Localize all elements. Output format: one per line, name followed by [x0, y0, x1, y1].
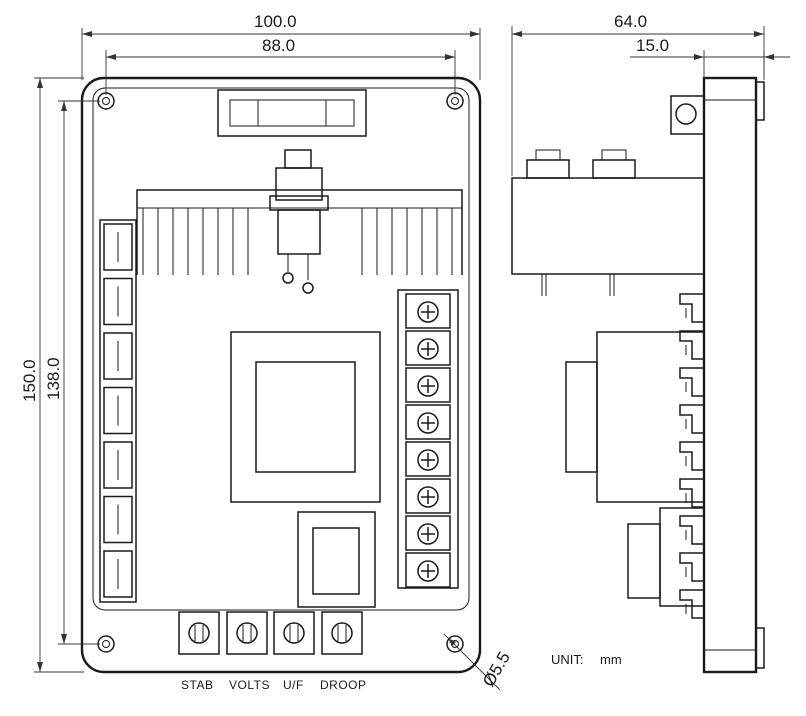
transformer: [230, 331, 381, 503]
side-dimensions: 64.0 15.0: [511, 12, 790, 176]
side-view: UNIT: mm: [511, 76, 765, 674]
terminal-screw: [405, 330, 451, 366]
terminal-screw: [405, 404, 451, 440]
connector-tab: [103, 332, 133, 380]
connector-tab: [103, 223, 133, 271]
dim-hole-diameter: Ø5.5: [479, 649, 514, 690]
front-board-inner: [92, 87, 470, 611]
terminal-screw: [405, 552, 451, 588]
side-terminal-profile: [679, 515, 704, 545]
terminal-screw: [405, 478, 451, 514]
unit-value: mm: [600, 652, 622, 667]
terminal-screw: [405, 367, 451, 403]
pot-label-stab: STAB: [181, 678, 213, 692]
side-terminal-profile: [679, 441, 704, 471]
heat-sink: [136, 189, 463, 275]
connector-tab: [103, 550, 133, 598]
side-terminal-profile: [679, 552, 704, 582]
side-terminal-profile: [679, 404, 704, 434]
left-connector-strip: [99, 219, 137, 603]
side-terminal-profile: [679, 589, 704, 619]
pot-label-volts: VOLTS: [229, 678, 270, 692]
side-terminal-profile: [679, 330, 704, 360]
adjustment-pots: [178, 611, 363, 655]
connector-tab: [103, 441, 133, 489]
adjustment-pot: [226, 611, 268, 655]
side-terminals: [679, 293, 704, 619]
front-board-outline: [80, 76, 482, 674]
adjustment-pot: [321, 611, 363, 655]
side-terminal-profile: [679, 293, 704, 323]
pot-label-droop: DROOP: [320, 678, 367, 692]
connector-tab: [103, 386, 133, 435]
dim-front-width-outer: 100.0: [254, 12, 297, 31]
side-terminal-profile: [679, 367, 704, 397]
unit-label: UNIT:: [551, 652, 584, 667]
terminal-screw: [405, 515, 451, 551]
dim-front-width-holes: 88.0: [262, 36, 295, 55]
side-transformer: [565, 331, 705, 503]
fuse-holder: [217, 89, 367, 137]
dim-front-height-holes: 138.0: [44, 357, 63, 400]
power-transistor: [269, 149, 329, 294]
side-heatsink: [511, 149, 705, 296]
adjustment-pot: [178, 611, 220, 655]
dim-front-height-outer: 150.0: [20, 359, 39, 402]
pot-label-uf: U/F: [283, 678, 304, 692]
dim-side-board: 15.0: [636, 36, 669, 55]
adjustment-pot: [273, 611, 315, 655]
terminal-screw: [405, 293, 451, 329]
front-view: STAB VOLTS U/F DROOP: [80, 76, 482, 692]
connector-tab: [103, 495, 133, 544]
side-relay: [627, 507, 705, 607]
mounting-hole-top-left: [97, 92, 115, 110]
terminal-block: [397, 289, 459, 589]
dim-side-depth: 64.0: [614, 12, 647, 31]
side-board: [702, 76, 758, 674]
side-standoff-top: [670, 95, 705, 135]
connector-tab: [103, 277, 133, 326]
mounting-hole-bottom-right: [446, 635, 464, 653]
mounting-hole-bottom-left: [97, 635, 115, 653]
mounting-hole-top-right: [446, 92, 464, 110]
relay: [297, 511, 376, 608]
side-terminal-profile: [679, 478, 704, 508]
terminal-screw: [405, 441, 451, 477]
